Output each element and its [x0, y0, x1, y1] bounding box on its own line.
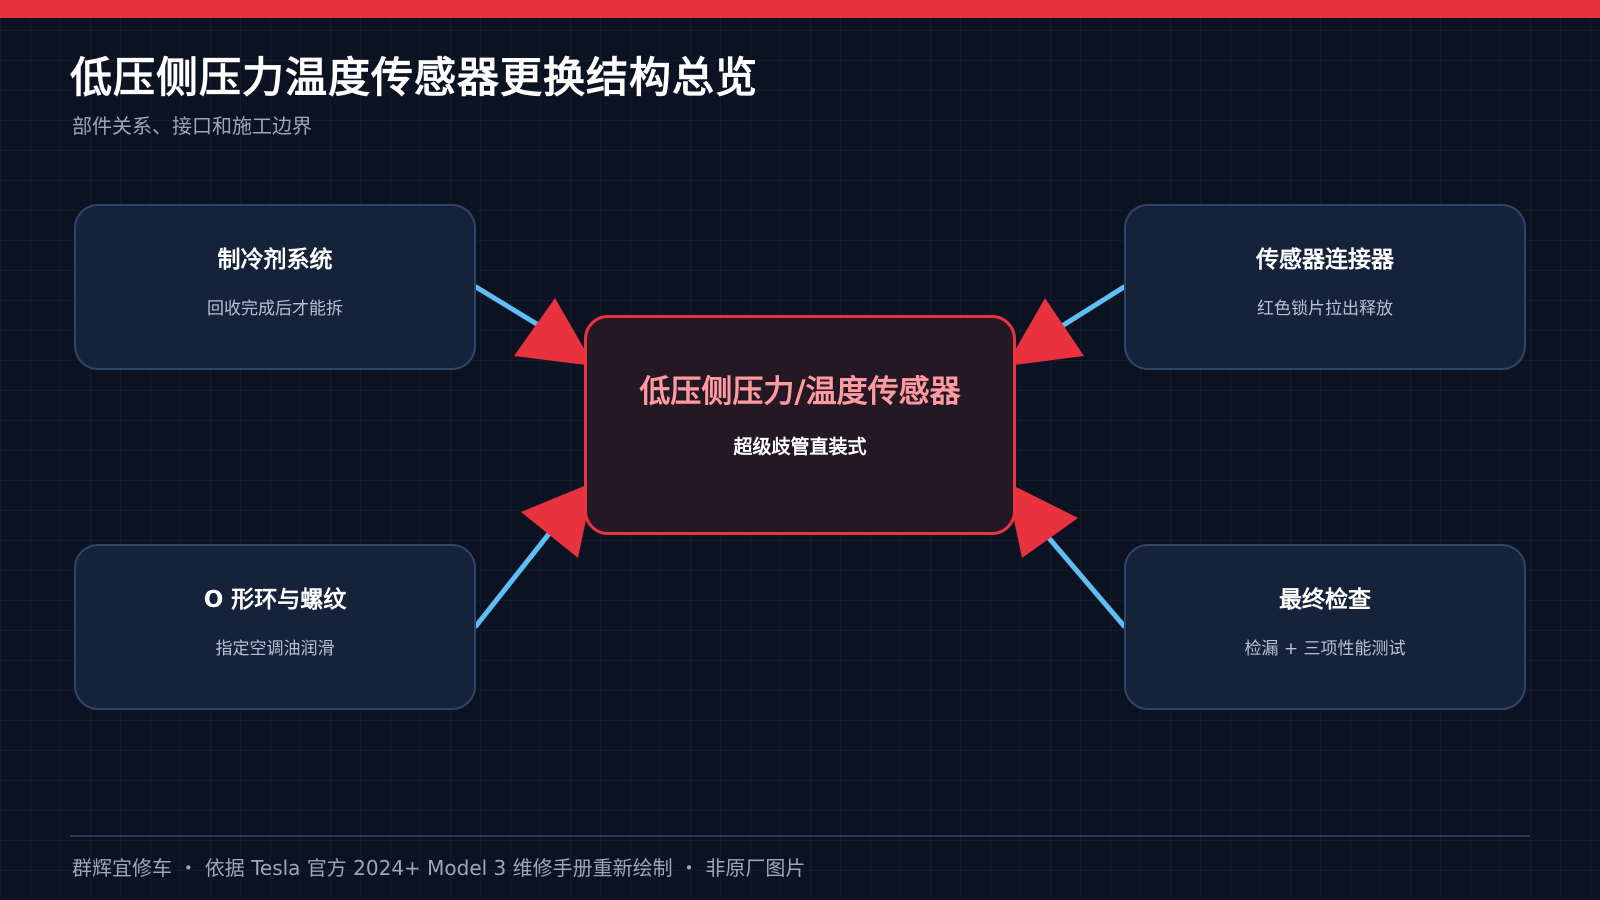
page-title: 低压侧压力温度传感器更换结构总览: [70, 53, 759, 102]
center-node-sensor: 低压侧压力/温度传感器 超级歧管直装式: [584, 315, 1016, 535]
node-title: 最终检查: [1279, 587, 1371, 613]
center-node-desc: 超级歧管直装式: [733, 436, 867, 458]
arrowhead-final-check: [1006, 482, 1078, 558]
node-title: 制冷剂系统: [217, 247, 333, 273]
connector-oring: [473, 527, 555, 629]
connector-refrigerant: [473, 284, 543, 329]
footer-credit: 群辉宜修车 ・ 依据 Tesla 官方 2024+ Model 3 维修手册重新…: [72, 856, 806, 880]
node-title: 传感器连接器: [1256, 247, 1394, 273]
node-refrigerant-system: 制冷剂系统 回收完成后才能拆: [74, 204, 476, 370]
node-desc: 回收完成后才能拆: [207, 299, 343, 319]
node-title: O 形环与螺纹: [203, 587, 347, 613]
top-accent-bar: [0, 0, 1600, 18]
connector-final-check: [1045, 534, 1127, 629]
arrowhead-sensor-plug: [1006, 298, 1084, 366]
node-desc: 指定空调油润滑: [215, 639, 335, 659]
connector-sensor-plug: [1059, 284, 1127, 329]
arrowhead-refrigerant: [514, 298, 594, 366]
node-desc: 红色锁片拉出释放: [1257, 299, 1393, 319]
arrowhead-oring: [521, 482, 594, 558]
footer-divider: [70, 835, 1530, 837]
page-subtitle: 部件关系、接口和施工边界: [72, 114, 312, 138]
node-desc: 检漏 + 三项性能测试: [1244, 639, 1406, 659]
center-node-title: 低压侧压力/温度传感器: [639, 374, 961, 410]
node-sensor-connector: 传感器连接器 红色锁片拉出释放: [1124, 204, 1526, 370]
node-oring-thread: O 形环与螺纹 指定空调油润滑: [74, 544, 476, 710]
node-final-check: 最终检查 检漏 + 三项性能测试: [1124, 544, 1526, 710]
